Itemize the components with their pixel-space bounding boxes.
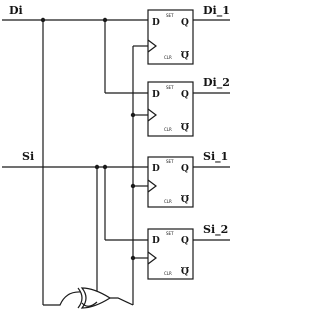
ff4-qbar-pin: Q	[181, 267, 189, 277]
junction-dot	[130, 112, 136, 118]
input-label-si: Si	[22, 150, 34, 163]
ff3-set-label: SET	[166, 159, 174, 164]
junction-dot	[40, 17, 46, 23]
ff3-qbar-pin: Q	[181, 195, 189, 205]
wire-xor-output	[110, 297, 134, 306]
ff4-q-pin: Q	[181, 236, 189, 246]
flip-flop-3: D SET Q CLR Q	[147, 156, 194, 208]
ff1-qbar-pin: Q	[181, 51, 189, 61]
ff4-set-label: SET	[166, 231, 174, 236]
junction-dot	[102, 164, 108, 170]
ff2-set-label: SET	[166, 85, 174, 90]
ff1-q-pin: Q	[181, 18, 189, 28]
ff2-qbar-pin: Q	[181, 123, 189, 133]
ff1-clock-symbol	[147, 39, 157, 53]
ff2-clock-symbol	[147, 108, 157, 122]
ff3-clr-label: CLR	[164, 199, 172, 204]
ff3-clock-symbol	[147, 179, 157, 193]
output-label-si-2: Si_2	[203, 223, 228, 237]
junction-dot	[94, 164, 100, 170]
ff4-clr-label: CLR	[164, 271, 172, 276]
wire-xor-in-di	[43, 291, 82, 306]
ff2-clr-label: CLR	[164, 127, 172, 132]
ff1-d-pin: D	[152, 18, 160, 28]
ff3-q-pin: Q	[181, 164, 189, 174]
input-label-di: Di	[9, 4, 23, 17]
junction-dot	[130, 183, 136, 189]
ff1-set-label: SET	[166, 13, 174, 18]
wire-xor-in-si	[81, 301, 98, 307]
xor-gate	[77, 287, 112, 309]
ff2-d-pin: D	[152, 90, 160, 100]
output-label-di-1: Di_1	[203, 4, 230, 18]
circuit-diagram: Di Si D SET Q CLR Q Di_1 D S	[2, 4, 230, 309]
flip-flop-4: D SET Q CLR Q	[147, 228, 194, 280]
ff2-q-pin: Q	[181, 90, 189, 100]
flip-flop-2: D SET Q CLR Q	[147, 81, 194, 137]
flip-flop-1: D SET Q CLR Q	[147, 9, 194, 65]
ff4-clock-symbol	[147, 251, 157, 265]
ff1-clr-label: CLR	[164, 55, 172, 60]
junction-dot	[102, 17, 108, 23]
ff3-d-pin: D	[152, 164, 160, 174]
output-label-di-2: Di_2	[203, 76, 230, 90]
output-label-si-1: Si_1	[203, 150, 228, 164]
junction-dot	[130, 255, 136, 261]
ff4-d-pin: D	[152, 236, 160, 246]
